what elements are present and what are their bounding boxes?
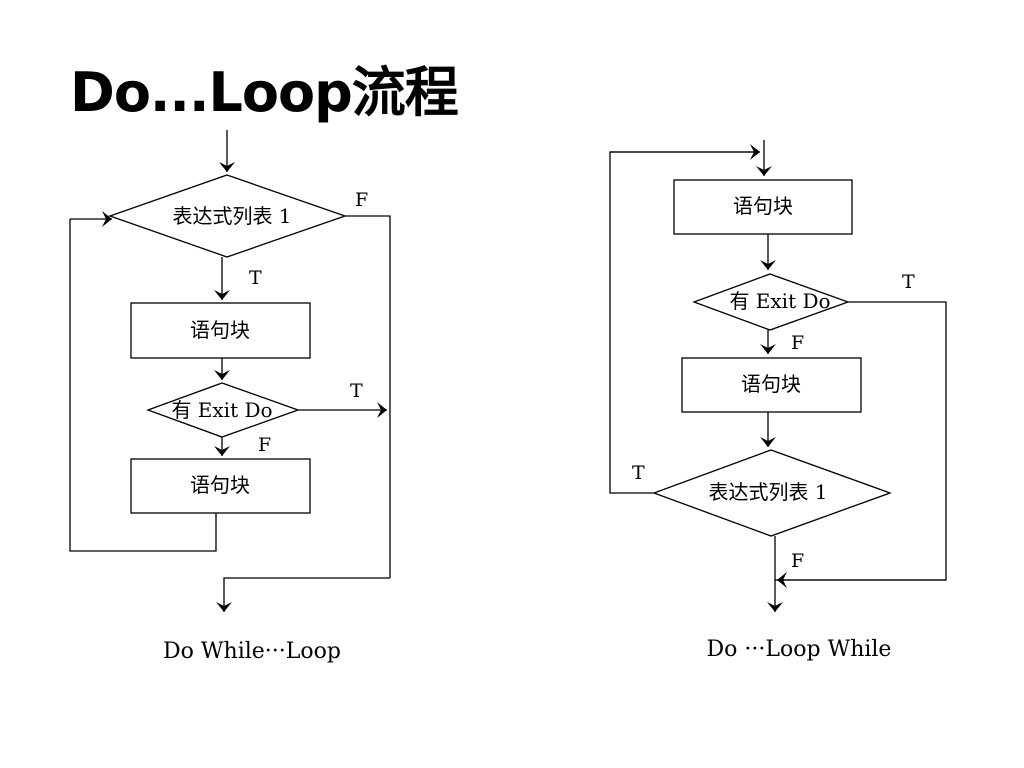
left-exit-arrow xyxy=(216,577,390,612)
left-caption: Do While···Loop xyxy=(163,639,341,664)
left-loop-back-line xyxy=(69,219,217,552)
right-block2-label: 语句块 xyxy=(741,372,801,396)
right-block2-box xyxy=(681,357,862,413)
left-false-branch-line xyxy=(345,215,391,578)
right-exit-diamond xyxy=(692,273,850,331)
left-block2-box xyxy=(130,458,311,514)
right-exit-label: 有 Exit Do xyxy=(729,289,830,313)
right-condition-label: 表达式列表 1 xyxy=(708,480,827,504)
left-block1-label: 语句块 xyxy=(190,318,250,342)
left-label-t-exit: T xyxy=(350,380,363,402)
page-title: Do...Loop流程 xyxy=(70,61,459,124)
right-block1-label: 语句块 xyxy=(733,194,793,218)
right-label-t-cond: T xyxy=(632,462,645,484)
right-label-f-exit: F xyxy=(791,332,804,354)
right-label-f-cond: F xyxy=(791,550,804,572)
left-label-f-exit: F xyxy=(258,434,271,456)
right-caption: Do ···Loop While xyxy=(707,637,892,662)
right-label-t-exit: T xyxy=(902,271,915,293)
left-exit-label: 有 Exit Do xyxy=(171,398,272,422)
left-flowchart: 表达式列表 1 F T 语句块 有 Exit Do T F 语句块 Do Whi… xyxy=(69,130,391,664)
right-block1-box xyxy=(673,179,853,235)
left-block2-label: 语句块 xyxy=(190,473,250,497)
left-label-f-top: F xyxy=(355,189,368,211)
left-block1-box xyxy=(130,302,311,359)
right-condition-diamond xyxy=(652,449,892,537)
left-condition-label: 表达式列表 1 xyxy=(172,204,291,228)
left-condition-diamond xyxy=(108,174,347,258)
left-label-t-cond: T xyxy=(249,267,262,289)
right-flowchart: 语句块 有 Exit Do T F 语句块 表达式列表 1 T F Do ···… xyxy=(609,140,947,662)
